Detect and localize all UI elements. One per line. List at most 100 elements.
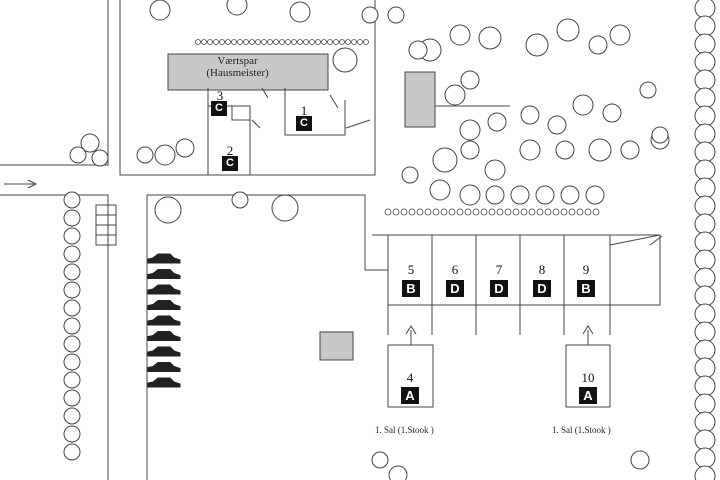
tree-icon — [448, 208, 456, 216]
tree-icon — [651, 126, 669, 144]
tree-icon — [485, 185, 505, 205]
tree-icon — [279, 39, 285, 45]
host-label-line2: (Hausmeister) — [206, 67, 269, 79]
tree-icon — [535, 185, 555, 205]
road-edge — [0, 0, 109, 166]
tree-icon — [371, 451, 389, 469]
car-icon — [147, 362, 181, 372]
tree-icon — [63, 443, 81, 461]
tree-icon — [297, 39, 303, 45]
tree-icon — [444, 84, 466, 106]
tree-icon — [63, 317, 81, 335]
tree-icon — [384, 208, 392, 216]
tree-icon — [201, 39, 207, 45]
tree-icon — [528, 208, 536, 216]
tree-icon — [63, 191, 81, 209]
tree-icon — [694, 33, 716, 55]
unit-1-badge: C — [296, 116, 312, 131]
tree-icon — [63, 209, 81, 227]
tree-icon — [464, 208, 472, 216]
tree-icon — [694, 303, 716, 325]
host-label-line1: Værtspar — [217, 55, 258, 67]
tree-icon — [400, 208, 408, 216]
bike-shed — [96, 214, 116, 236]
tree-icon — [694, 159, 716, 181]
tree-icon — [449, 24, 471, 46]
tree-icon — [602, 103, 622, 123]
unit-6-number: 6 — [451, 262, 459, 277]
tree-icon — [694, 285, 716, 307]
tree-icon — [694, 15, 716, 37]
road-edge — [147, 194, 388, 271]
tree-icon — [225, 39, 231, 45]
tree-icon — [63, 245, 81, 263]
tree-icon — [694, 69, 716, 91]
tree-icon — [560, 208, 568, 216]
tree-icon — [303, 39, 309, 45]
unit-2-badge: C — [222, 156, 238, 171]
tree-icon — [387, 6, 405, 24]
tree-icon — [63, 425, 81, 443]
tree-icon — [609, 24, 631, 46]
tree-icon — [273, 39, 279, 45]
tree-icon — [63, 353, 81, 371]
tree-icon — [694, 375, 716, 397]
tree-icon — [584, 208, 592, 216]
tree-icon — [694, 123, 716, 145]
tree-icon — [694, 195, 716, 217]
car-icon — [147, 377, 181, 388]
tree-icon — [432, 208, 440, 216]
tree-icon — [388, 465, 408, 480]
car-icon — [147, 269, 181, 279]
tree-icon — [136, 146, 154, 164]
tree-icon — [63, 371, 81, 389]
car-icon — [147, 315, 181, 326]
tree-icon — [555, 140, 575, 160]
tree-icon — [630, 450, 650, 470]
tree-icon — [592, 208, 600, 216]
tree-icon — [694, 393, 716, 415]
tree-icon — [333, 39, 339, 45]
tree-icon — [588, 35, 608, 55]
tree-icon — [175, 138, 195, 158]
unit-7-badge: D — [490, 280, 508, 297]
tree-icon — [321, 39, 327, 45]
tree-icon — [267, 39, 273, 45]
tree-icon — [149, 0, 171, 21]
tree-icon — [694, 465, 716, 480]
tree-icon — [572, 94, 594, 116]
tree-icon — [63, 227, 81, 245]
arrow-up-icon — [582, 325, 594, 345]
tree-icon — [63, 389, 81, 407]
arrow-right-icon — [4, 179, 38, 189]
unit-2-number: 2 — [226, 143, 234, 158]
tree-icon — [639, 81, 657, 99]
tree-icon — [401, 166, 419, 184]
tree-icon — [255, 39, 261, 45]
tree-icon — [547, 115, 567, 135]
tree-icon — [536, 208, 544, 216]
tree-icon — [219, 39, 225, 45]
host-house — [167, 53, 329, 91]
tree-icon — [63, 407, 81, 425]
tree-icon — [63, 263, 81, 281]
unit-3-badge: C — [211, 101, 227, 116]
tree-icon — [271, 194, 299, 222]
tree-icon — [585, 185, 605, 205]
tree-icon — [588, 138, 612, 162]
arrow-up-icon — [405, 325, 417, 345]
car-icon — [147, 284, 181, 295]
tree-icon — [694, 177, 716, 199]
tree-icon — [460, 70, 480, 90]
tree-icon — [456, 208, 464, 216]
tree-icon — [237, 39, 243, 45]
tree-icon — [510, 185, 530, 205]
tree-icon — [480, 208, 488, 216]
car-icon — [147, 253, 181, 264]
tree-icon — [694, 87, 716, 109]
tree-icon — [694, 105, 716, 127]
unit-9-badge: B — [577, 280, 595, 297]
unit-4-caption: 1. Sal (1.Stook ) — [375, 425, 434, 435]
